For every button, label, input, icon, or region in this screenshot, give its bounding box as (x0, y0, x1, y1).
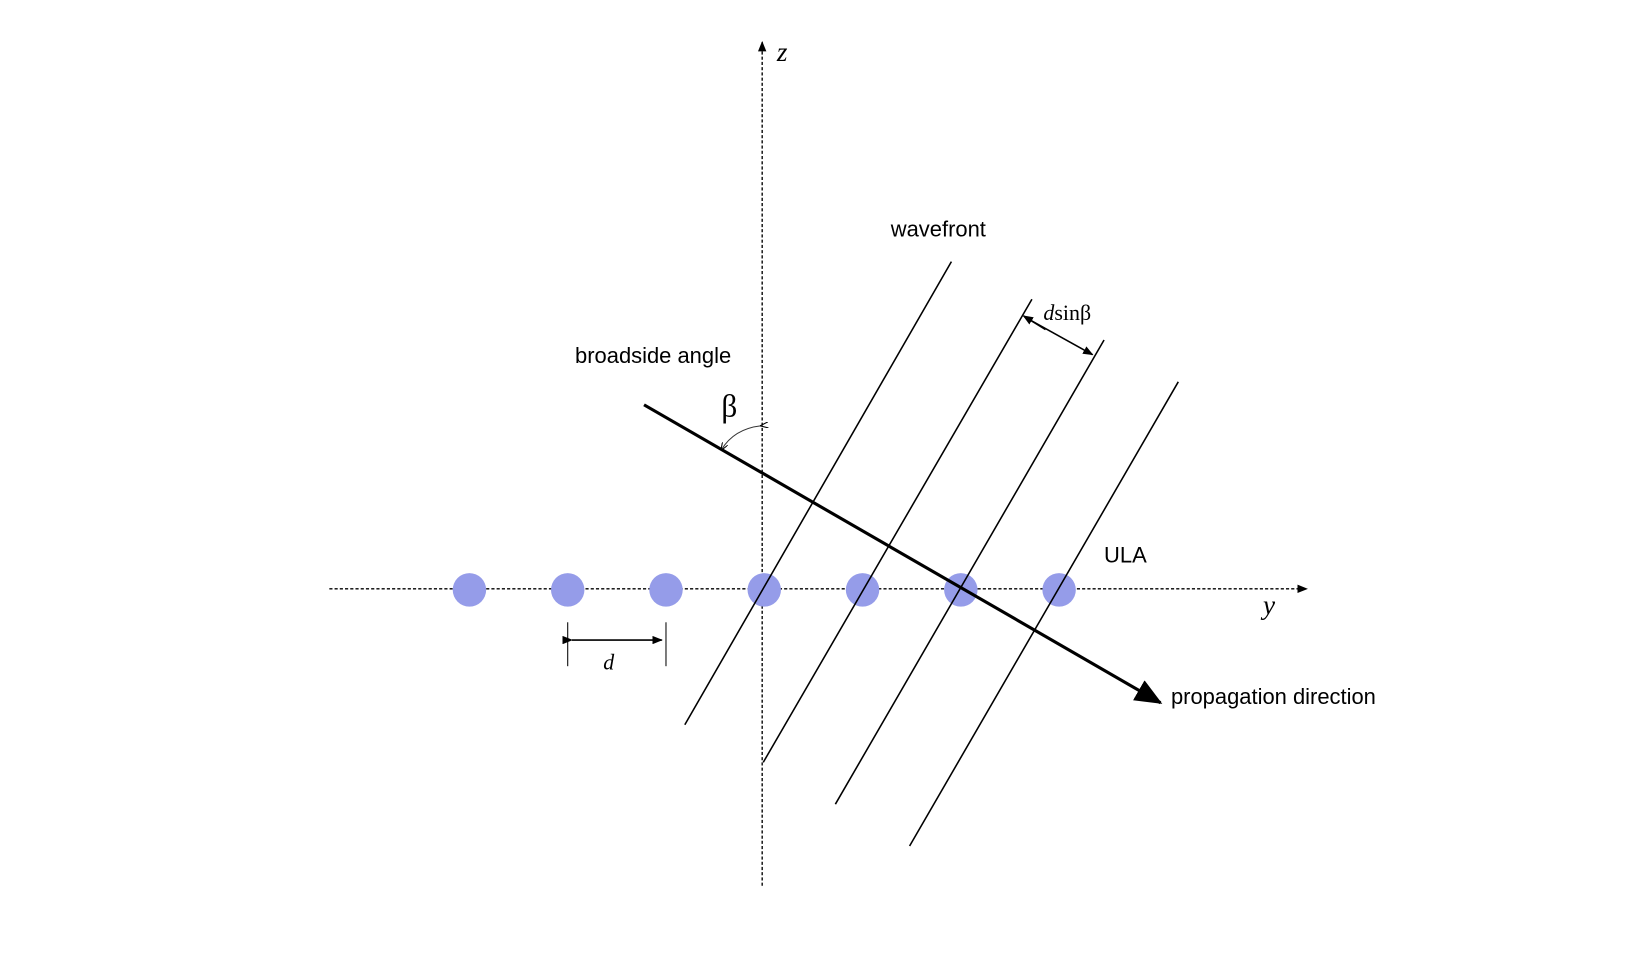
broadside-angle-label: broadside angle (575, 343, 731, 368)
broadside-angle-arc (721, 426, 761, 450)
z-axis-label: z (776, 37, 788, 67)
path-difference-sin: sinβ (1054, 300, 1091, 325)
array-element (1042, 573, 1076, 607)
array-element (452, 573, 487, 607)
propagation-direction-label: propagation direction (1171, 684, 1376, 709)
wavefront-line (684, 261, 953, 726)
wavefront-line (834, 339, 1105, 805)
ula-label: ULA (1104, 543, 1147, 568)
path-difference-arrow-back (1022, 315, 1046, 331)
array-element (747, 573, 781, 607)
y-axis-label: y (1260, 590, 1276, 620)
beta-label: β (721, 388, 737, 423)
array-element (550, 573, 585, 607)
wavefront-line (762, 298, 1033, 763)
array-element (649, 573, 683, 607)
propagation-arrow (643, 403, 1163, 705)
path-difference-d: d (1043, 300, 1055, 325)
wavefronts (684, 261, 1179, 847)
path-difference-label: dsinβ (1043, 300, 1091, 325)
array-element (944, 573, 978, 607)
spacing-label: d (603, 649, 615, 674)
wavefront-line (908, 381, 1179, 847)
wavefront-label: wavefront (890, 216, 986, 241)
